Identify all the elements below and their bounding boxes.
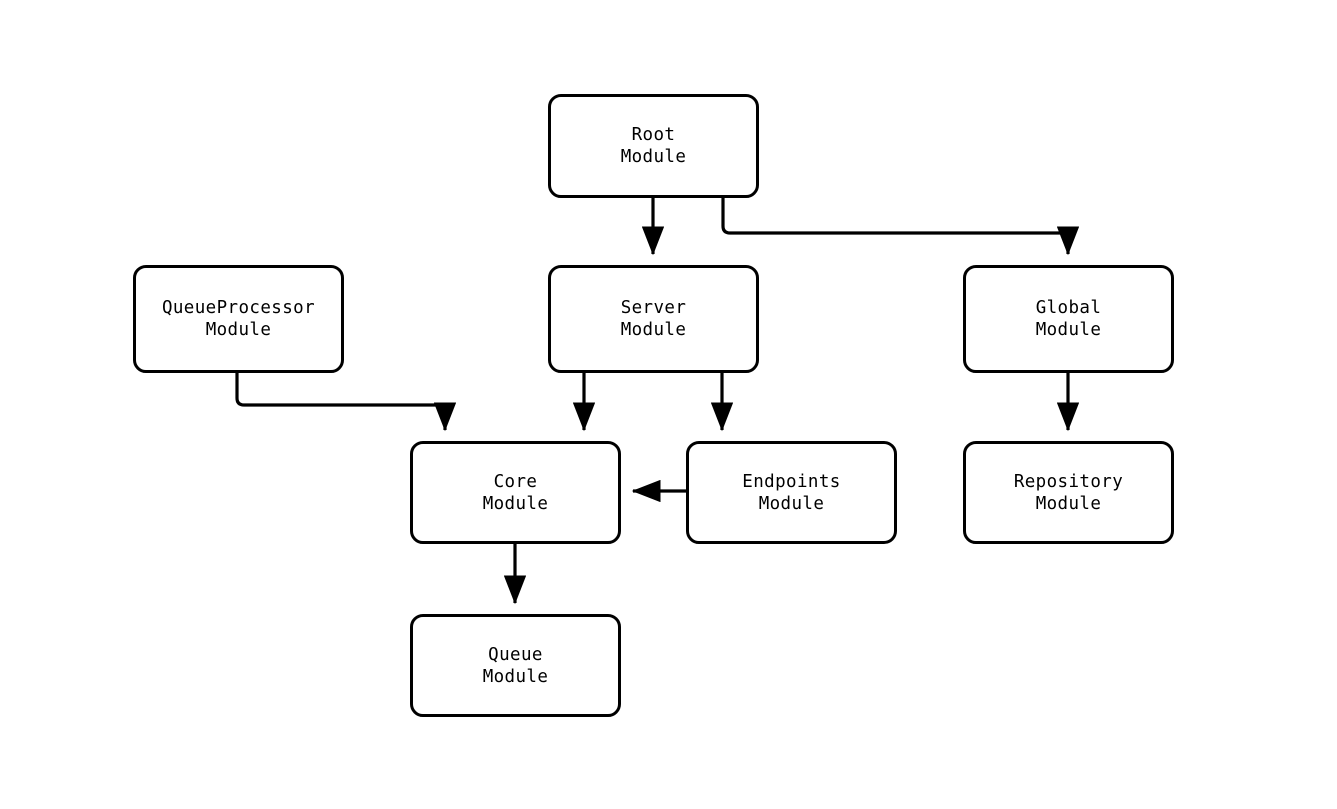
node-queue-module-line2: Module bbox=[482, 666, 549, 687]
node-root-module-line1: Root bbox=[631, 125, 676, 145]
node-root-module-line2: Module bbox=[620, 147, 687, 167]
node-queue-module-line1: Queue bbox=[488, 644, 543, 665]
node-server-module-line2: Module bbox=[620, 320, 687, 340]
node-queueprocessor-module[interactable]: QueueProcessor Module bbox=[133, 265, 344, 373]
node-queueprocessor-module-line1: QueueProcessor bbox=[161, 298, 316, 318]
node-queue-module[interactable]: Queue Module bbox=[410, 614, 621, 717]
node-server-module[interactable]: Server Module bbox=[548, 265, 759, 373]
node-repository-module[interactable]: Repository Module bbox=[963, 441, 1174, 544]
edge-root-to-global bbox=[721, 198, 1080, 256]
node-endpoints-module-line1: Endpoints bbox=[742, 471, 841, 492]
node-root-module[interactable]: Root Module bbox=[548, 94, 759, 198]
node-global-module[interactable]: Global Module bbox=[963, 265, 1174, 373]
node-queueprocessor-module-line2: Module bbox=[205, 320, 272, 340]
node-global-module-line2: Module bbox=[1035, 320, 1102, 340]
node-endpoints-module-line2: Module bbox=[758, 493, 825, 514]
node-global-module-line1: Global bbox=[1035, 298, 1102, 318]
node-server-module-line1: Server bbox=[620, 298, 687, 318]
node-repository-module-line2: Module bbox=[1035, 493, 1102, 514]
node-endpoints-module[interactable]: Endpoints Module bbox=[686, 441, 897, 544]
node-core-module-line1: Core bbox=[493, 471, 538, 492]
edge-queueprocessor-to-core bbox=[235, 373, 457, 432]
node-core-module-line2: Module bbox=[482, 493, 549, 514]
node-repository-module-line1: Repository bbox=[1013, 471, 1124, 492]
node-core-module[interactable]: Core Module bbox=[410, 441, 621, 544]
